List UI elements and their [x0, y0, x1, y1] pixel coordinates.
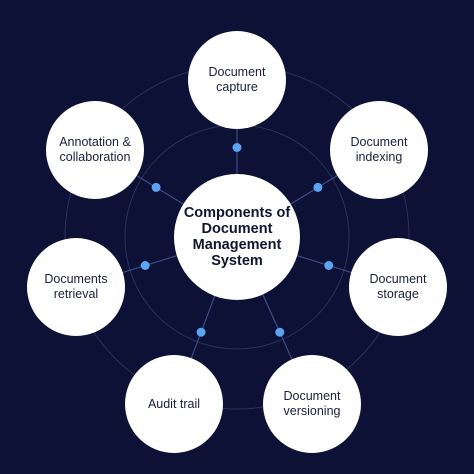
connector-dot-indexing: [313, 182, 323, 192]
connector-dot-retrieval: [140, 261, 150, 270]
node-label: Annotation & collaboration: [59, 135, 131, 164]
connector-dots: [140, 143, 334, 337]
connector-dot-audit: [196, 327, 206, 337]
center-node: Components of Document Management System: [174, 174, 300, 300]
node-annotation-collaboration: Annotation & collaboration: [46, 101, 144, 199]
node-document-indexing: Document indexing: [330, 101, 428, 199]
node-label: Document indexing: [350, 135, 408, 164]
node-audit-trail: Audit trail: [125, 355, 223, 453]
node-label: Document capture: [208, 65, 266, 94]
connector-dot-storage: [324, 261, 334, 270]
node-label: Audit trail: [147, 396, 201, 411]
center-label: Components of Document Management System: [183, 205, 291, 269]
node-document-storage: Document storage: [349, 238, 447, 336]
node-label: Document storage: [369, 272, 427, 301]
connector-dot-capture: [232, 143, 242, 152]
connector-dot-annotation: [151, 182, 161, 192]
node-documents-retrieval: Documents retrieval: [27, 238, 125, 336]
connector-dot-versioning: [275, 327, 285, 337]
node-document-versioning: Document versioning: [263, 355, 361, 453]
node-document-capture: Document capture: [188, 31, 286, 129]
node-label: Documents retrieval: [44, 272, 108, 301]
node-label: Document versioning: [283, 389, 341, 418]
